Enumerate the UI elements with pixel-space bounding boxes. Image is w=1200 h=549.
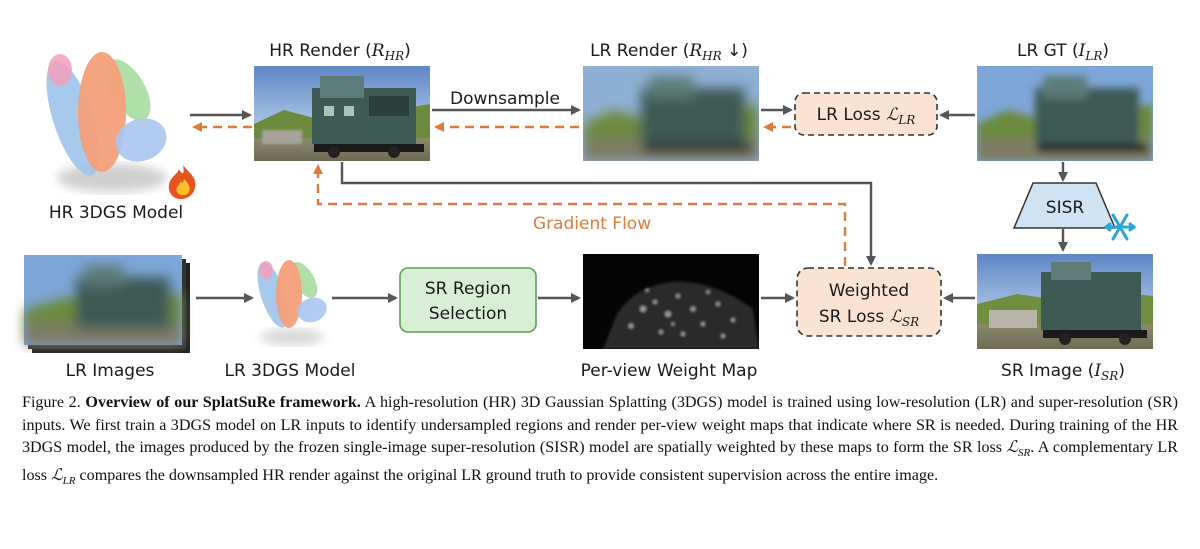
lr-gt-label: LR GT (ILR)	[1017, 41, 1109, 63]
lr-3dgs-model-graphic	[257, 260, 327, 345]
weight-map-label: Per-view Weight Map	[581, 361, 758, 381]
forward-arrows	[190, 105, 1068, 303]
lr-images-label: LR Images	[66, 361, 155, 381]
sr-image	[977, 254, 1153, 349]
lr-3dgs-model-label: LR 3DGS Model	[224, 361, 355, 381]
gradient-flow-label: Gradient Flow	[533, 214, 651, 234]
lr-gt-image	[977, 66, 1153, 161]
sr-region-label-2: Selection	[429, 304, 507, 324]
figure-title: Overview of our SplatSuRe framework.	[85, 394, 361, 411]
caption-lr-loss: ℒLR	[51, 467, 76, 488]
sisr-block: SISR	[1012, 182, 1117, 229]
sisr-label: SISR	[1046, 198, 1085, 218]
lr-render-image	[583, 66, 759, 161]
gradient-flow-arrows	[192, 122, 847, 266]
caption-sr-loss: ℒSR	[1006, 439, 1031, 460]
figure-number: Figure 2.	[22, 394, 86, 411]
lr-images-stack	[24, 255, 190, 353]
weight-map-image	[583, 254, 759, 349]
hr-render-image	[254, 66, 430, 161]
sr-region-selection-box	[399, 267, 537, 333]
sr-loss-label: SR Loss ℒSR	[819, 307, 919, 329]
sr-region-label-1: SR Region	[425, 279, 511, 299]
framework-diagram: HR 3DGS Model HR Render (RHR) LR Render …	[24, 41, 1153, 383]
caption-text-3: compares the downsampled HR render again…	[75, 467, 939, 484]
lr-loss-box	[794, 92, 938, 136]
fire-icon	[168, 165, 196, 199]
weighted-label: Weighted	[829, 281, 909, 301]
caption-text-2: . A complementary LR loss	[22, 439, 1178, 484]
lr-render-label: LR Render (RHR ↓)	[590, 41, 748, 63]
sr-image-label: SR Image (ISR)	[1001, 361, 1125, 383]
hr-3dgs-model-graphic	[46, 52, 167, 192]
figure-caption: Figure 2. Overview of our SplatSuRe fram…	[22, 392, 1178, 493]
lr-loss-label: LR Loss ℒLR	[817, 105, 916, 127]
weighted-sr-loss-box	[796, 267, 942, 337]
hr-3dgs-model-label: HR 3DGS Model	[49, 203, 183, 223]
snowflake-icon	[1104, 213, 1136, 241]
caption-text-1: A high-resolution (HR) 3D Gaussian Splat…	[22, 394, 1178, 457]
downsample-label: Downsample	[450, 89, 560, 109]
hr-render-label: HR Render (RHR)	[269, 41, 411, 63]
